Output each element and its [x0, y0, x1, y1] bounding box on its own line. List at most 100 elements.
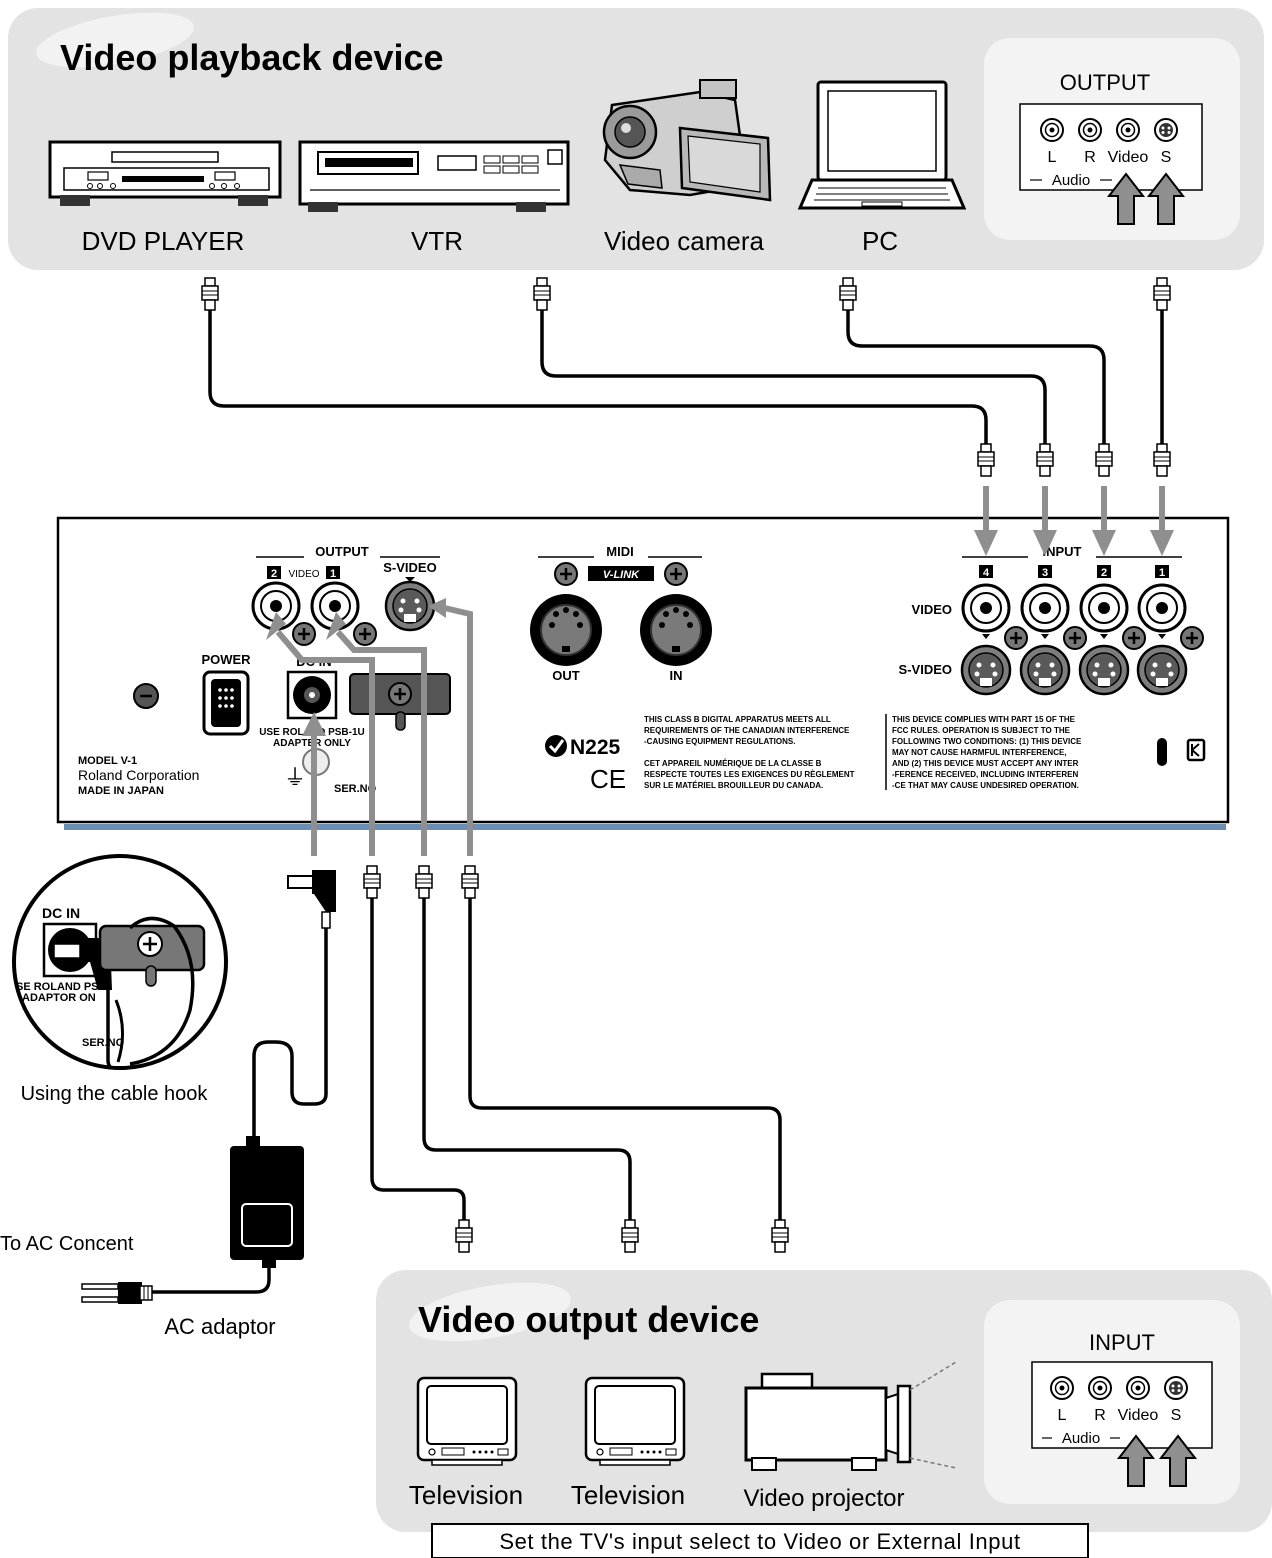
output-audio-label: Audio — [1052, 172, 1090, 189]
canada-fr-1: CET APPAREIL NUMÉRIQUE DE LA CLASSE B — [644, 759, 822, 768]
input-video-3-jack — [1020, 583, 1070, 633]
output-device-section: Video output device Television Televisio… — [376, 1270, 1272, 1558]
ac-adaptor-icon — [230, 1136, 304, 1268]
input-cables — [208, 308, 1164, 444]
serno-label: SER.NO — [334, 783, 377, 795]
dvd-player-label: DVD PLAYER — [82, 226, 245, 256]
output-jack-box-title: OUTPUT — [1060, 70, 1150, 95]
output-cables — [370, 896, 782, 1220]
output-jack-l: L — [1048, 149, 1057, 166]
ce-mark: CE — [590, 764, 626, 794]
canada-en-2: REQUIREMENTS OF THE CANADIAN INTERFERENC… — [644, 726, 850, 735]
canada-fr-3: SUR LE MATÉRIEL BROUILLEUR DU CANADA. — [644, 781, 823, 790]
vlink-logo: V-LINK — [603, 569, 640, 581]
output-arrows — [275, 603, 473, 856]
rca-plugs-bottom — [363, 865, 789, 1253]
video-camera-label: Video camera — [604, 226, 764, 256]
ac-adaptor-label: AC adaptor — [164, 1314, 275, 1339]
output-num-1: 1 — [330, 568, 336, 580]
input-video-2-jack — [1079, 583, 1129, 633]
output-num-2: 2 — [271, 568, 277, 580]
input-num-3: 3 — [1042, 567, 1048, 579]
canada-en-3: -CAUSING EQUIPMENT REGULATIONS. — [644, 737, 795, 746]
power-label: POWER — [201, 652, 251, 667]
input-num-4: 4 — [983, 567, 990, 579]
input-svideo-1-jack — [1136, 644, 1188, 696]
ac-concent-label: To AC Concent — [0, 1233, 134, 1255]
input-jack-box: INPUT L R Video S Audio — [984, 1300, 1240, 1504]
laptop-pc-icon — [797, 80, 967, 210]
television-1-icon — [416, 1376, 518, 1467]
fcc-2: FCC RULES. OPERATION IS SUBJECT TO THE — [892, 726, 1071, 735]
input-audio-label: Audio — [1062, 1430, 1100, 1447]
cable-hook-caption: Using the cable hook — [21, 1083, 209, 1105]
fcc-6: -FERENCE RECEIVED, INCLUDING INTERFEREN — [892, 770, 1078, 779]
pc-label: PC — [862, 226, 898, 256]
video-camera-icon — [602, 79, 772, 202]
output-video-label: VIDEO — [288, 569, 319, 580]
input-jack-l: L — [1058, 1407, 1067, 1424]
panel-input-label: INPUT — [1043, 544, 1082, 559]
tv-input-note: Set the TV's input select to Video or Ex… — [499, 1529, 1020, 1554]
panel-svideo-label: S-VIDEO — [383, 560, 436, 575]
input-svideo-4-jack — [960, 644, 1012, 696]
v1-rear-panel: OUTPUT 2 VIDEO 1 S-VIDEO POWER DC IN USE — [56, 516, 1230, 830]
output-device-title: Video output device — [418, 1299, 759, 1340]
vtr-icon — [298, 140, 570, 212]
video-projector-icon — [744, 1361, 957, 1471]
dvd-player-icon — [48, 140, 282, 206]
input-jack-video: Video — [1118, 1407, 1159, 1424]
input-jack-r: R — [1094, 1407, 1106, 1424]
n225-label: N225 — [570, 736, 621, 759]
input-arrows — [974, 486, 1174, 556]
midi-in-port — [640, 594, 712, 666]
dc-plug — [287, 870, 336, 929]
fcc-7: -CE THAT MAY CAUSE UNDESIRED OPERATION. — [892, 781, 1079, 790]
input-num-1: 1 — [1159, 567, 1165, 579]
input-jack-s: S — [1171, 1407, 1182, 1424]
panel-output-label: OUTPUT — [315, 544, 369, 559]
input-video-1-jack — [1137, 583, 1187, 633]
midi-out-port — [530, 594, 602, 666]
inset-note-2: ADAPTOR ON — [22, 992, 96, 1004]
video-projector-label: Video projector — [744, 1485, 905, 1512]
output-jack-video: Video — [1108, 149, 1149, 166]
model-label: MODEL V-1 — [78, 755, 137, 767]
television-1-label: Television — [409, 1480, 523, 1510]
midi-label: MIDI — [606, 544, 633, 559]
output-jack-s: S — [1161, 149, 1172, 166]
canada-fr-2: RESPECTE TOUTES LES EXIGENCES DU RÈGLEME… — [644, 770, 855, 779]
canada-en-1: THIS CLASS B DIGITAL APPARATUS MEETS ALL — [644, 715, 831, 724]
fcc-5: AND (2) THIS DEVICE MUST ACCEPT ANY INTE… — [892, 759, 1079, 768]
output-jack-r: R — [1084, 149, 1096, 166]
ac-plug-icon — [81, 1282, 153, 1304]
dc-cable — [252, 928, 328, 1148]
cable-hook-inset: DC IN SE ROLAND PS U ADAPTOR ON SER.NO — [12, 854, 228, 1070]
output-arrowheads — [266, 598, 446, 736]
input-num-2: 2 — [1101, 567, 1107, 579]
input-jack-box-title: INPUT — [1089, 1330, 1155, 1355]
fcc-3: FOLLOWING TWO CONDITIONS: (1) THIS DEVIC… — [892, 737, 1082, 746]
input-video-4-jack — [961, 583, 1011, 633]
inset-note-1: SE ROLAND PS U — [16, 981, 110, 993]
power-switch[interactable] — [202, 670, 250, 736]
output-jack-box: OUTPUT L R Video S Audio — [984, 38, 1240, 240]
ground-icon: ⏚ — [284, 765, 306, 790]
fcc-1: THIS DEVICE COMPLIES WITH PART 15 OF THE — [892, 715, 1076, 724]
maker-label: Roland Corporation — [78, 767, 199, 783]
inset-serno: SER.NO — [82, 1037, 125, 1049]
playback-section: Video playback device DVD PLAYER — [8, 8, 1264, 270]
input-video-label: VIDEO — [912, 602, 952, 617]
midi-in-label: IN — [670, 668, 683, 683]
fcc-4: MAY NOT CAUSE HARMFUL INTERFERENCE, — [892, 748, 1067, 757]
television-2-label: Television — [571, 1480, 685, 1510]
inset-dcin-label: DC IN — [42, 905, 80, 921]
c-tick-icon — [545, 735, 567, 757]
made-in-label: MADE IN JAPAN — [78, 785, 164, 797]
input-svideo-3-jack — [1019, 644, 1071, 696]
security-slot-icon — [1157, 738, 1167, 766]
midi-out-label: OUT — [552, 668, 580, 683]
output-svideo-jack — [384, 580, 436, 632]
vtr-label: VTR — [411, 226, 463, 256]
